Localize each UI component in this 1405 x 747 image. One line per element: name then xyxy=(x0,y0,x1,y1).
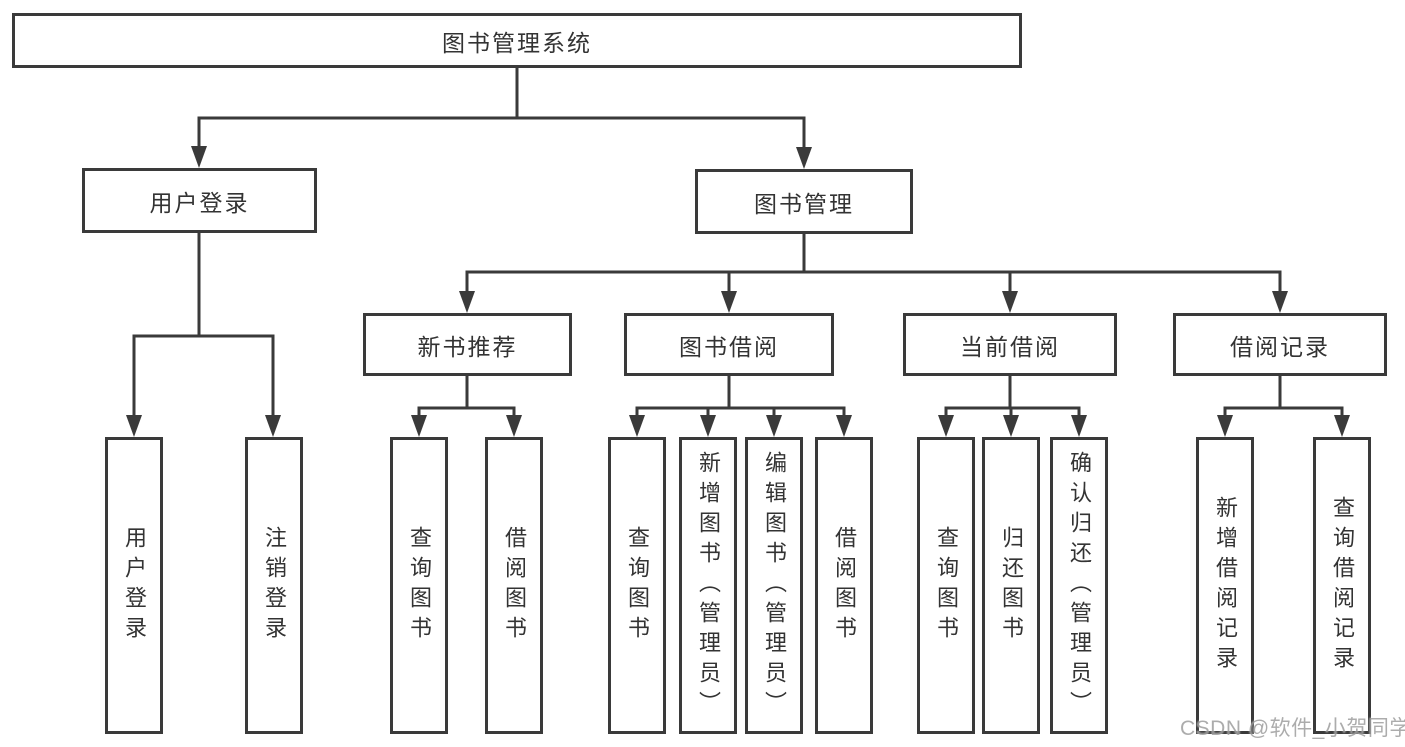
node-library-management-system: 图书管理系统 xyxy=(12,13,1022,68)
node-new-book-recommend: 新书推荐 xyxy=(363,313,572,376)
leaf-query-books-current: 查询图书 xyxy=(917,437,975,734)
node-current-borrowing: 当前借阅 xyxy=(903,313,1117,376)
leaf-return-books: 归还图书 xyxy=(982,437,1040,734)
leaf-query-books-recommend: 查询图书 xyxy=(390,437,448,734)
node-book-borrowing: 图书借阅 xyxy=(624,313,834,376)
node-borrowing-records: 借阅记录 xyxy=(1173,313,1387,376)
leaf-query-books-borrowing: 查询图书 xyxy=(608,437,666,734)
leaf-confirm-return-admin: 确认归还（管理员） xyxy=(1050,437,1108,734)
leaf-user-login: 用户登录 xyxy=(105,437,163,734)
leaf-logout: 注销登录 xyxy=(245,437,303,734)
leaf-add-books-admin: 新增图书（管理员） xyxy=(679,437,737,734)
leaf-add-borrow-record: 新增借阅记录 xyxy=(1196,437,1254,734)
node-user-login: 用户登录 xyxy=(82,168,317,233)
leaf-borrow-books-borrowing: 借阅图书 xyxy=(815,437,873,734)
node-book-management: 图书管理 xyxy=(695,169,913,234)
csdn-watermark: CSDN @软件_小贺同学 xyxy=(1180,717,1405,740)
leaf-borrow-books-recommend: 借阅图书 xyxy=(485,437,543,734)
leaf-query-borrow-record: 查询借阅记录 xyxy=(1313,437,1371,734)
leaf-edit-books-admin: 编辑图书（管理员） xyxy=(745,437,803,734)
